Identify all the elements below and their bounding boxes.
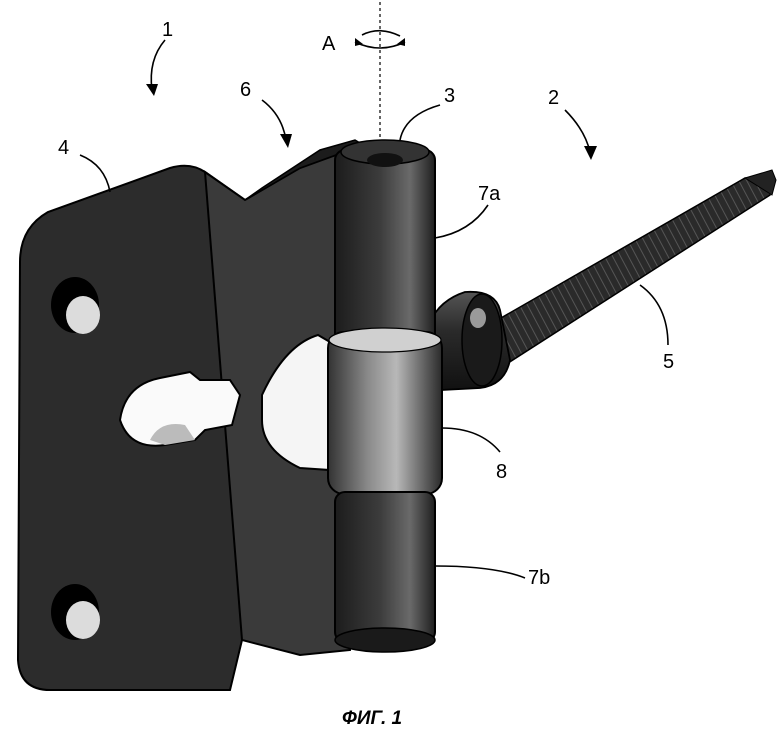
rotation-arrowhead-left-icon [355,38,363,46]
label-7b: 7b [528,567,550,589]
lower-knuckle-bottom [334,627,436,653]
leader-5 [639,284,669,346]
label-3: 3 [444,85,455,107]
upper-knuckle [334,149,436,346]
label-7a: 7a [478,183,501,205]
middle-ring-top [328,327,442,353]
leader-8 [441,427,501,453]
axis-label-a: A [322,33,336,55]
lower-knuckle [334,491,436,643]
screw-tip [743,169,777,196]
leader-7a [434,204,489,239]
label-6: 6 [240,79,251,101]
screw-collar [461,293,503,387]
leader-6-arrowhead-icon [280,134,292,148]
pin-top-hole [367,153,403,167]
label-4: 4 [58,137,69,159]
middle-ring [327,331,443,495]
label-1: 1 [162,19,173,41]
screw-shank [478,177,773,367]
rotation-arrowhead-right-icon [397,38,405,46]
keyhole-slot-shadow [150,424,195,445]
leader-1-arrowhead-icon [146,84,158,96]
mounting-hole-top-highlight [66,296,100,334]
leader-4 [79,154,111,193]
leader-7b [434,565,526,579]
figure-caption: ФИГ. 1 [342,708,402,729]
leader-3 [399,104,441,141]
leader-1 [150,39,166,91]
label-2: 2 [548,87,559,109]
label-5: 5 [663,351,674,373]
keyhole-slot [118,370,242,447]
mounting-hole-bottom-highlight [66,601,100,639]
leader-2-arrowhead-icon [584,146,597,160]
screw-collar-highlight [470,308,486,328]
label-8: 8 [496,461,507,483]
leader-2 [564,109,591,153]
